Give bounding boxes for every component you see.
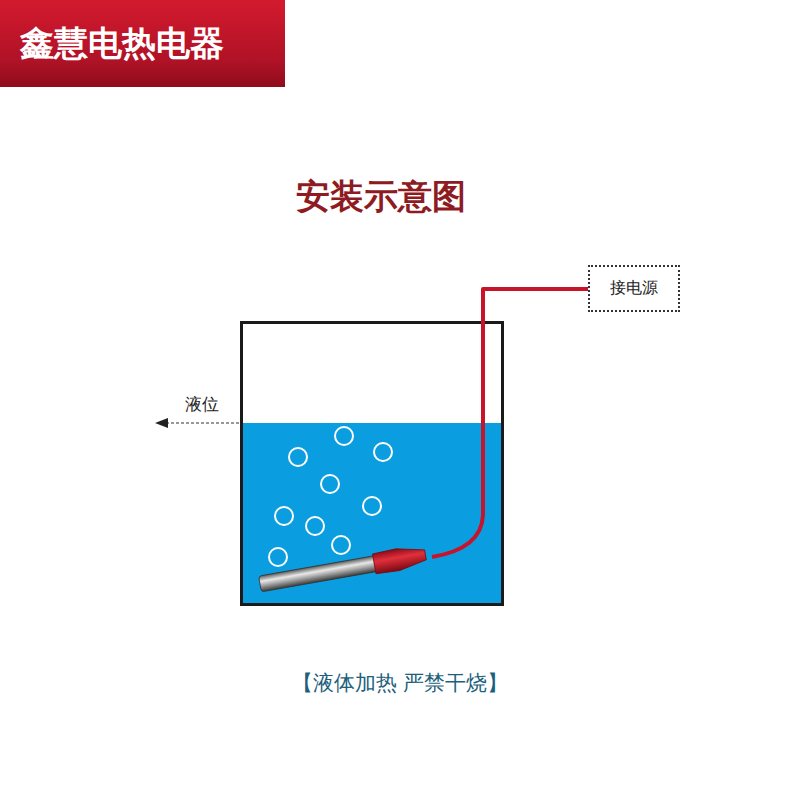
node-text: 接电源: [610, 278, 658, 299]
level-label: 液位: [185, 393, 219, 416]
node-text: 鑫慧电热电器: [20, 21, 224, 67]
tank-outline: [242, 323, 503, 605]
heater-rod: [258, 544, 427, 595]
power-box: 接电源: [588, 265, 680, 312]
water: [242, 423, 502, 604]
diagram-title: 安装示意图: [296, 174, 466, 220]
level-line: [166, 422, 241, 423]
power-wire: [432, 289, 588, 557]
caption: 【液体加热 严禁干烧】: [292, 669, 509, 697]
brand-banner: 鑫慧电热电器: [0, 0, 285, 87]
bubbles: [269, 427, 392, 566]
level-arrowhead: [155, 418, 168, 428]
